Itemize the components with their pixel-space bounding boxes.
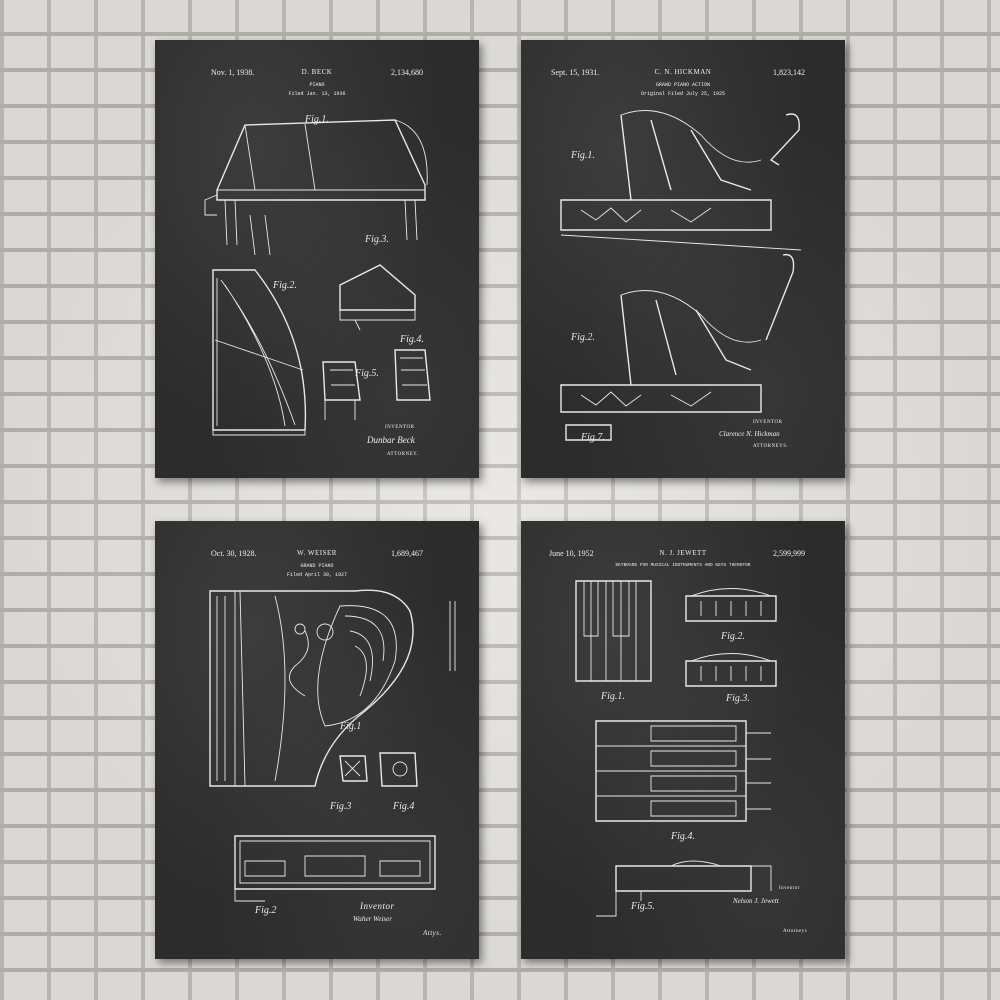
fig-label: Fig.1 xyxy=(339,721,361,732)
attorney-label: Attorneys xyxy=(783,929,807,934)
inventor-signature: Dunbar Beck xyxy=(367,435,415,445)
fig-label: Fig.3. xyxy=(725,693,750,704)
piano-patent-drawing: Fig.1. Fig.2. Fig.3. Fig.4. Fig.5. xyxy=(155,40,479,478)
fig-label: Fig.3 xyxy=(329,801,351,812)
inventor-signature: Clarence N. Hickman xyxy=(719,430,780,438)
fig-label: Fig.2 xyxy=(254,905,276,916)
fig-label: Fig.2. xyxy=(720,631,745,642)
patent-poster-piano: Nov. 1, 1938. D. BECK 2,134,680 PIANO Fi… xyxy=(155,40,479,478)
attorney-label: ATTORNEYS. xyxy=(753,444,788,449)
fig-label: Fig.5. xyxy=(630,901,655,912)
fig-label: Fig.4. xyxy=(670,831,695,842)
inventor-label: INVENTOR xyxy=(753,420,782,425)
inventor-signature: Walter Weiser xyxy=(353,915,392,923)
fig-label: Fig.4. xyxy=(399,334,424,345)
patent-poster-grand-piano-action: Sept. 15, 1931. C. N. HICKMAN 1,823,142 … xyxy=(521,40,845,478)
patent-poster-keyboard: June 10, 1952 N. J. JEWETT 2,599,999 KEY… xyxy=(521,521,845,959)
attorney-label: ATTORNEY. xyxy=(387,452,418,457)
fig-label: Fig.1. xyxy=(600,691,625,702)
fig-label: Fig.4 xyxy=(392,801,414,812)
inventor-label: Inventor xyxy=(779,886,800,891)
fig-label: Fig.2. xyxy=(272,280,297,291)
grand-piano-plan-drawing: Fig.1 Fig.3 Fig.4 Fig.2 xyxy=(155,521,479,959)
fig-label: Fig.3. xyxy=(364,234,389,245)
fig-label: Fig.5. xyxy=(354,368,379,379)
attorney-label: Attys. xyxy=(423,929,442,937)
fig-label: Fig.1. xyxy=(570,150,595,161)
inventor-signature: Nelson J. Jewett xyxy=(733,897,779,905)
inventor-label: Inventor xyxy=(360,901,395,911)
patent-poster-grand-piano: Oct. 30, 1928. W. WEISER 1,689,467 GRAND… xyxy=(155,521,479,959)
fig-label: Fig.2. xyxy=(570,332,595,343)
fig-label: Fig.7. xyxy=(580,432,605,443)
keyboard-patent-drawing: Fig.1. Fig.2. Fig.3. Fig.4. Fig.5. xyxy=(521,521,845,959)
piano-action-drawing: Fig.1. Fig.2. Fig.7. xyxy=(521,40,845,478)
fig-label: Fig.1. xyxy=(304,114,329,125)
inventor-label: INVENTOR xyxy=(385,425,414,430)
